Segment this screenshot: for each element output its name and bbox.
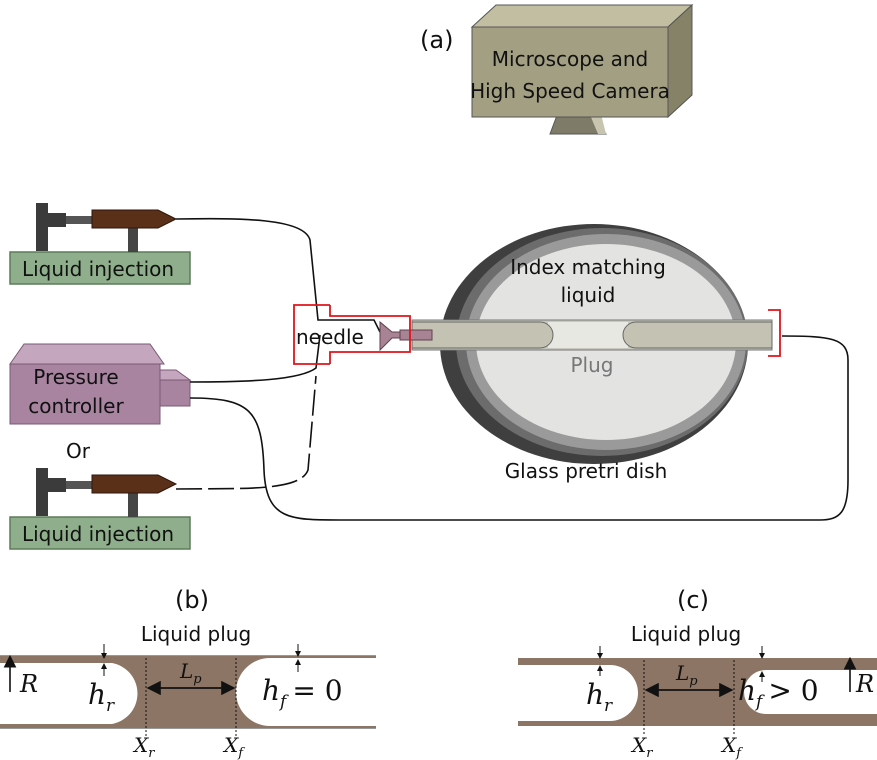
- camera-label-line2: High Speed Camera: [470, 79, 670, 103]
- panel-c-r-label: R: [855, 670, 874, 698]
- panel-c-xf-label: Xf: [720, 733, 743, 760]
- pressure-controller-icon: [9, 343, 192, 425]
- dish-label: Glass pretri dish: [505, 459, 668, 483]
- panel-b-hr-label: hr: [88, 678, 115, 716]
- tubing: [175, 217, 849, 521]
- syringe-bottom-label: Liquid injection: [22, 522, 174, 546]
- panel-b-label: (b): [175, 586, 209, 614]
- syringe-top-icon: [9, 203, 191, 285]
- needle-icon: [379, 320, 433, 352]
- panel-c-title: Liquid plug: [631, 622, 741, 646]
- pressure-label-line2: controller: [28, 394, 124, 418]
- plug-label: Plug: [571, 353, 614, 377]
- panel-c-label: (c): [677, 586, 709, 614]
- panel-b-xf-label: Xf: [222, 733, 245, 760]
- index-label-line2: liquid: [561, 283, 616, 307]
- panel-c-hf-label: hf> 0: [738, 674, 819, 712]
- panel-b-lp-label: Lp: [179, 659, 202, 687]
- panel-c-tube: [518, 658, 877, 726]
- panel-b-r-label: R: [19, 670, 38, 698]
- capillary-tube: [411, 319, 773, 351]
- plug: [548, 322, 628, 348]
- connector-brackets: [293, 304, 781, 365]
- syringe-top-label: Liquid injection: [22, 257, 174, 281]
- panel-c-xr-label: Xr: [630, 733, 653, 760]
- panel-b-hf-label: hf= 0: [262, 674, 343, 712]
- camera-label-line1: Microscope and: [492, 47, 648, 71]
- index-label-line1: Index matching: [510, 255, 666, 279]
- or-label: Or: [66, 439, 91, 463]
- camera-icon: [470, 3, 694, 135]
- syringe-bottom-icon: [9, 468, 191, 550]
- needle-label: needle: [296, 325, 364, 349]
- panel-b-xr-label: Xr: [132, 733, 155, 760]
- panel-a-label: (a): [420, 26, 453, 54]
- panel-c-hr-label: hr: [586, 678, 613, 716]
- panel-b-title: Liquid plug: [141, 622, 251, 646]
- panel-c-lp-label: Lp: [675, 661, 698, 689]
- panel-b-tube: [0, 655, 376, 729]
- pressure-label-line1: Pressure: [33, 365, 118, 389]
